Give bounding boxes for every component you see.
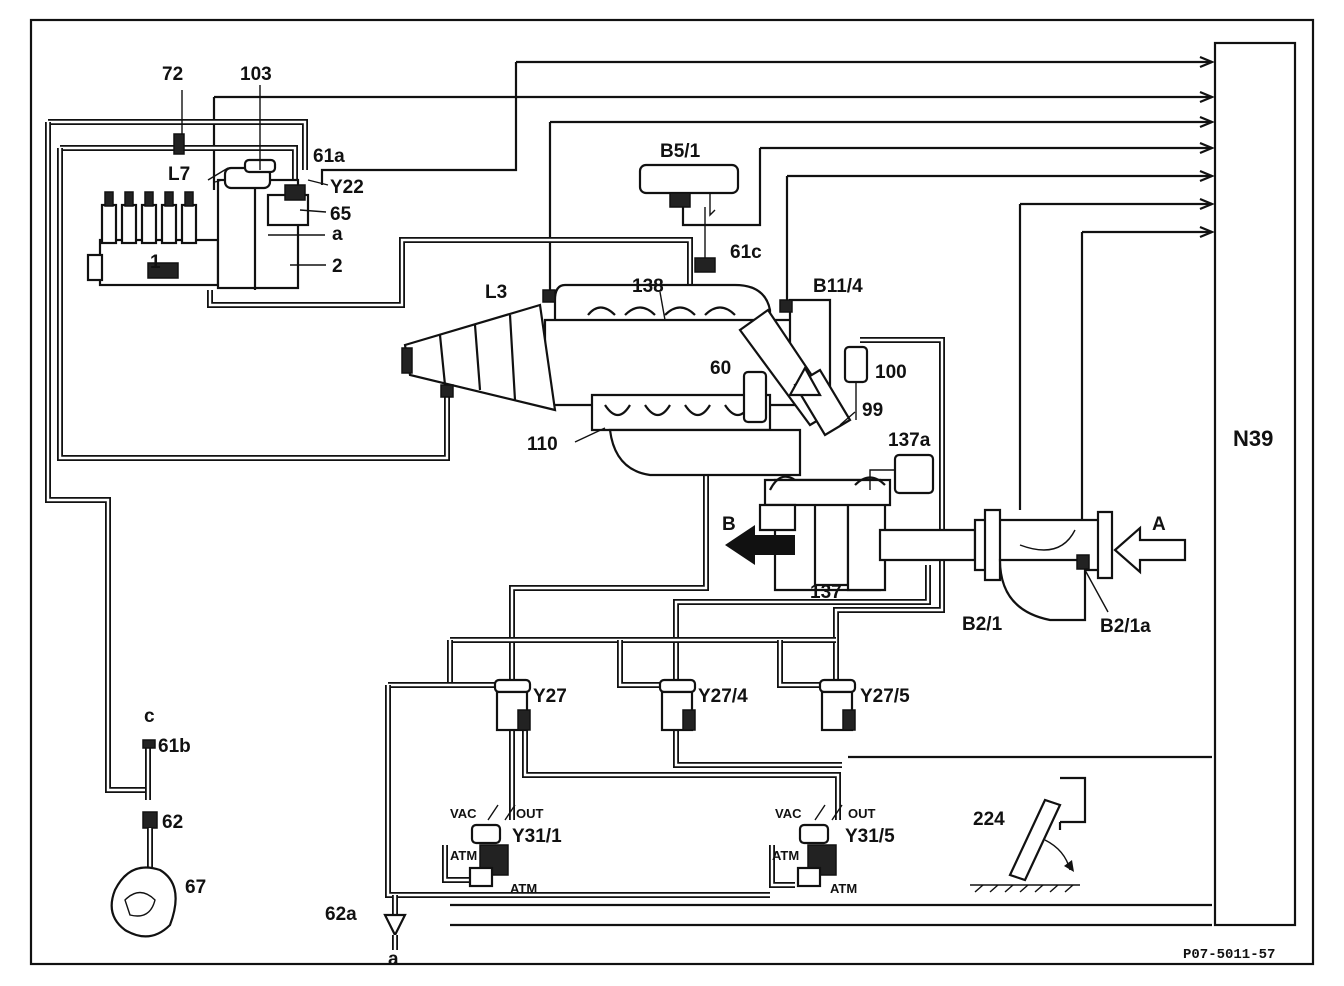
label-1: 1 <box>150 252 161 273</box>
control-unit-n39: N39 <box>1213 41 1297 927</box>
label-b: B <box>722 514 736 535</box>
label-137a: 137a <box>888 430 931 451</box>
label-y31-1: Y31/1 <box>512 826 562 847</box>
label-vac-1: VAC <box>450 806 477 821</box>
egr-valve-99: 99 <box>788 365 883 437</box>
check-valve-62a: 62a a <box>325 904 407 970</box>
label-a-arrow: A <box>1152 514 1166 535</box>
sensor-b5-1: B5/1 61c <box>638 141 762 273</box>
label-61c: 61c <box>730 242 762 263</box>
label-137: 137 <box>810 582 842 603</box>
injection-pump <box>86 85 325 290</box>
label-67: 67 <box>185 877 206 898</box>
label-a-top: a <box>332 224 343 245</box>
label-103: 103 <box>240 64 272 85</box>
label-y27: Y27 <box>533 686 567 707</box>
drawing-code: P07-5011-57 <box>1183 947 1275 963</box>
label-62: 62 <box>162 812 183 833</box>
label-2: 2 <box>332 256 343 277</box>
label-atm-5b: ATM <box>830 881 857 896</box>
label-vac-5: VAC <box>775 806 802 821</box>
label-c: c <box>144 706 155 727</box>
label-atm-5a: ATM <box>772 848 799 863</box>
label-224: 224 <box>973 809 1005 830</box>
label-atm-1b: ATM <box>510 881 537 896</box>
label-y27-5: Y27/5 <box>860 686 910 707</box>
boost-control-137a: 137a <box>869 430 935 495</box>
label-138: 138 <box>632 276 664 297</box>
diagram-frame <box>29 18 1315 966</box>
injector-nozzles <box>100 191 198 245</box>
electrical-wires <box>212 55 1215 927</box>
label-61b: 61b <box>158 736 191 757</box>
label-y31-5: Y31/5 <box>845 826 895 847</box>
label-b2-1a: B2/1a <box>1100 616 1151 637</box>
valve-y27-4: Y27/4 <box>658 678 748 732</box>
label-l3: L3 <box>485 282 507 303</box>
transducer-y31-1: VAC OUT Y31/1 ATM ATM <box>450 804 562 896</box>
air-flow-meter-b2-1: B2/1 B2/1a <box>962 508 1151 637</box>
label-out-5: OUT <box>848 806 876 821</box>
label-110: 110 <box>527 434 558 455</box>
label-out-1: OUT <box>516 806 544 821</box>
valve-y27: Y27 <box>493 678 567 732</box>
label-n39: N39 <box>1233 426 1273 451</box>
label-99: 99 <box>862 400 883 421</box>
label-l7: L7 <box>168 164 190 185</box>
intake-arrow-a: A <box>1113 514 1187 575</box>
label-b5-1: B5/1 <box>660 141 701 162</box>
transducer-y31-5: VAC OUT Y31/5 ATM ATM <box>772 804 895 896</box>
label-b2-1: B2/1 <box>962 614 1003 635</box>
exhaust-arrow-b: B <box>722 514 795 565</box>
egr-sensor-60: 60 <box>710 358 768 424</box>
vacuum-pump-67: c 61b 62 67 <box>110 706 206 938</box>
label-a-bottom: a <box>388 949 399 970</box>
label-100: 100 <box>875 362 907 383</box>
label-65: 65 <box>330 204 352 225</box>
label-62a: 62a <box>325 904 357 925</box>
valve-y27-5: Y27/5 <box>818 678 910 732</box>
label-y22: Y22 <box>330 177 364 198</box>
label-b11-4: B11/4 <box>813 276 863 297</box>
accelerator-pedal-224: 224 <box>970 798 1080 893</box>
air-intake <box>401 303 557 412</box>
label-61a: 61a <box>313 146 345 167</box>
label-60: 60 <box>710 358 731 379</box>
label-y27-4: Y27/4 <box>698 686 748 707</box>
sensor-100: 100 <box>843 345 907 420</box>
label-72: 72 <box>162 64 183 85</box>
label-atm-1a: ATM <box>450 848 477 863</box>
